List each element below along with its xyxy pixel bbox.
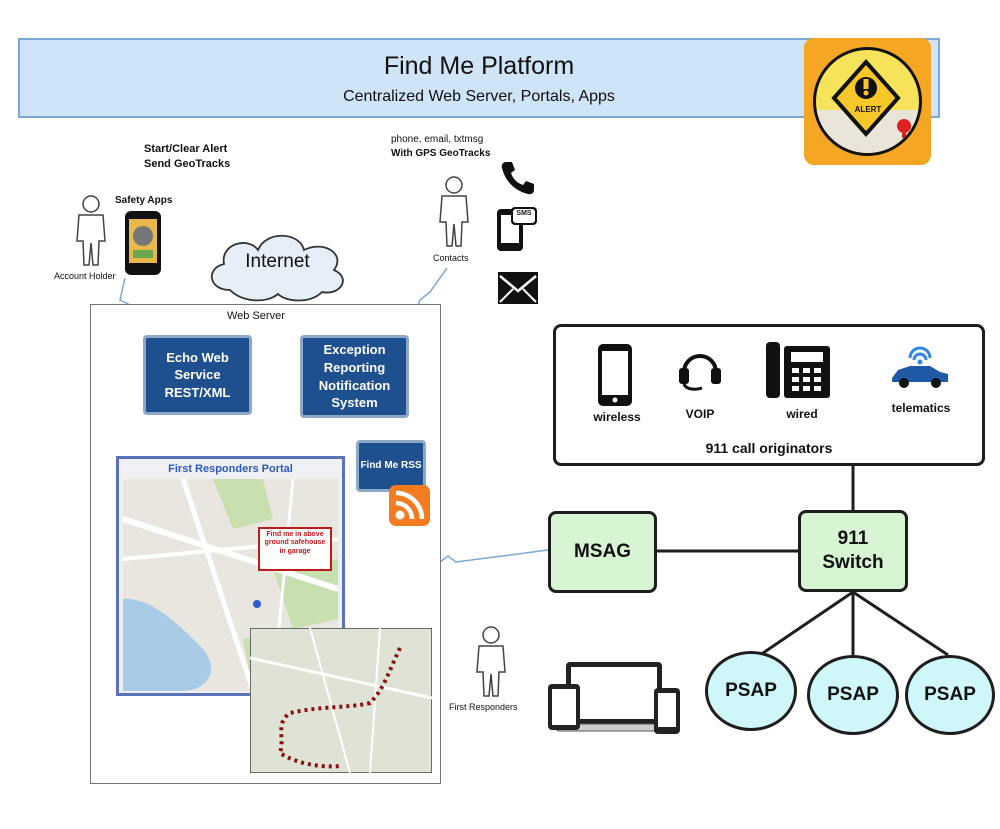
switch-line-1: 911: [837, 528, 869, 550]
switch-line-2: Switch: [822, 552, 884, 573]
first-responders-person-icon: [476, 626, 506, 697]
internet-label: Internet: [245, 251, 310, 272]
voip-headset-icon: [679, 354, 721, 391]
header-banner: Find Me Platform Centralized Web Server,…: [18, 38, 940, 118]
wired-desk-phone-icon: [766, 342, 830, 398]
page-subtitle: Centralized Web Server, Portals, Apps: [343, 88, 615, 105]
rss-feed-icon: [389, 485, 430, 526]
alert-logo: ALERT: [804, 38, 931, 165]
sms-phone-icon: [497, 207, 537, 251]
map-callout-box: Find me in above ground safehouse in gar…: [258, 527, 332, 571]
responder-devices-icon: [548, 662, 680, 734]
call-originators-title: 911 call originators: [705, 440, 833, 456]
switch-psap3-line: [852, 590, 949, 657]
logo-alert-text: ALERT: [854, 105, 882, 114]
switch-psap1-line: [759, 590, 854, 657]
account-holder-person-icon: [76, 195, 106, 266]
originator-wired-label: wired: [786, 407, 818, 421]
contacts-caption-1: phone, email, txtmsg: [391, 134, 484, 145]
first-responders-label: First Responders: [449, 702, 518, 712]
contacts-label: Contacts: [433, 253, 469, 263]
originator-telematics-label: telematics: [891, 401, 951, 415]
alert-caption-1: Start/Clear Alert: [144, 143, 228, 155]
echo-web-service-box: Echo Web Service REST/XML: [143, 335, 252, 415]
contacts-caption-2: With GPS GeoTracks: [391, 148, 491, 159]
smartphone-app-icon: [125, 211, 161, 275]
originator-voip-label: VOIP: [685, 407, 715, 421]
geotrack-map-image: [250, 628, 432, 773]
msag-box: MSAG: [548, 511, 657, 593]
phone-handset-icon: [501, 162, 534, 195]
alert-caption-2: Send GeoTracks: [144, 158, 231, 170]
psap-node-1: PSAP: [705, 651, 797, 731]
exception-reporting-box: Exception Reporting Notification System: [300, 335, 409, 418]
alert-sign-icon: [816, 58, 919, 153]
sms-label: SMS: [516, 210, 532, 217]
portal-title: First Responders Portal: [168, 463, 293, 475]
safety-apps-label: Safety Apps: [115, 195, 173, 206]
switch-box: 911 Switch: [798, 510, 908, 592]
web-server-label: Web Server: [227, 310, 285, 322]
psap-node-3: PSAP: [905, 655, 995, 735]
originator-wireless-label: wireless: [593, 410, 641, 424]
internet-cloud-icon: [211, 234, 344, 302]
wireless-phone-icon: [598, 344, 632, 406]
contacts-person-icon: [439, 176, 469, 247]
psap-node-2: PSAP: [807, 655, 899, 735]
account-holder-label: Account Holder: [54, 271, 116, 281]
page-title: Find Me Platform: [383, 52, 575, 80]
email-envelope-icon: [498, 272, 538, 304]
telematics-car-icon: [892, 346, 948, 388]
logo-badge: ALERT: [813, 47, 922, 156]
